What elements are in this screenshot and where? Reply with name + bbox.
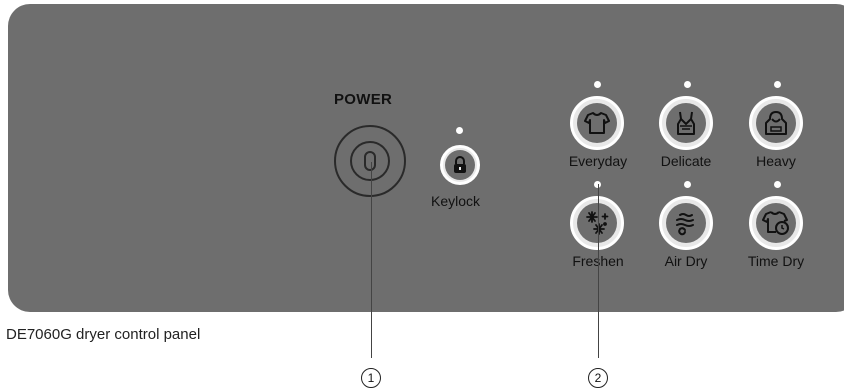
- delicate-indicator-light: [684, 81, 691, 88]
- freshen-label: Freshen: [563, 253, 633, 269]
- callout-number-1: 1: [361, 368, 381, 388]
- power-knob-slot: [364, 151, 376, 171]
- air-dry-indicator-light: [684, 181, 691, 188]
- keylock-button[interactable]: [440, 145, 480, 185]
- time-dry-button[interactable]: [749, 196, 803, 250]
- everyday-indicator-light: [594, 81, 601, 88]
- callout-line-1: [371, 162, 372, 358]
- heavy-indicator-light: [774, 81, 781, 88]
- callout-line-2: [598, 184, 599, 358]
- time-dry-label: Time Dry: [747, 253, 805, 269]
- freshen-button[interactable]: [570, 196, 624, 250]
- everyday-label: Everyday: [568, 153, 628, 169]
- keylock-indicator-light: [456, 127, 463, 134]
- freshen-indicator-light: [594, 181, 601, 188]
- camisole-icon: [674, 110, 698, 136]
- control-panel: [8, 4, 844, 312]
- time-dry-indicator-light: [774, 181, 781, 188]
- lock-icon: [452, 156, 468, 174]
- tshirt-icon: [584, 111, 610, 135]
- power-button[interactable]: [334, 125, 406, 197]
- delicate-label: Delicate: [660, 153, 712, 169]
- power-knob: [350, 141, 390, 181]
- delicate-button[interactable]: [659, 96, 713, 150]
- keylock-label: Keylock: [431, 193, 481, 209]
- power-label: POWER: [334, 91, 393, 108]
- heavy-label: Heavy: [756, 153, 796, 169]
- everyday-button[interactable]: [570, 96, 624, 150]
- panel-caption: DE7060G dryer control panel: [6, 326, 201, 343]
- air-dry-label: Air Dry: [664, 253, 708, 269]
- heavy-button[interactable]: [749, 96, 803, 150]
- hoodie-icon: [763, 110, 789, 136]
- tshirt-clock-icon: [762, 210, 790, 236]
- air-dry-button[interactable]: [659, 196, 713, 250]
- air-wave-icon: [673, 210, 699, 236]
- callout-number-2: 2: [588, 368, 608, 388]
- sparkle-icon: [584, 210, 610, 236]
